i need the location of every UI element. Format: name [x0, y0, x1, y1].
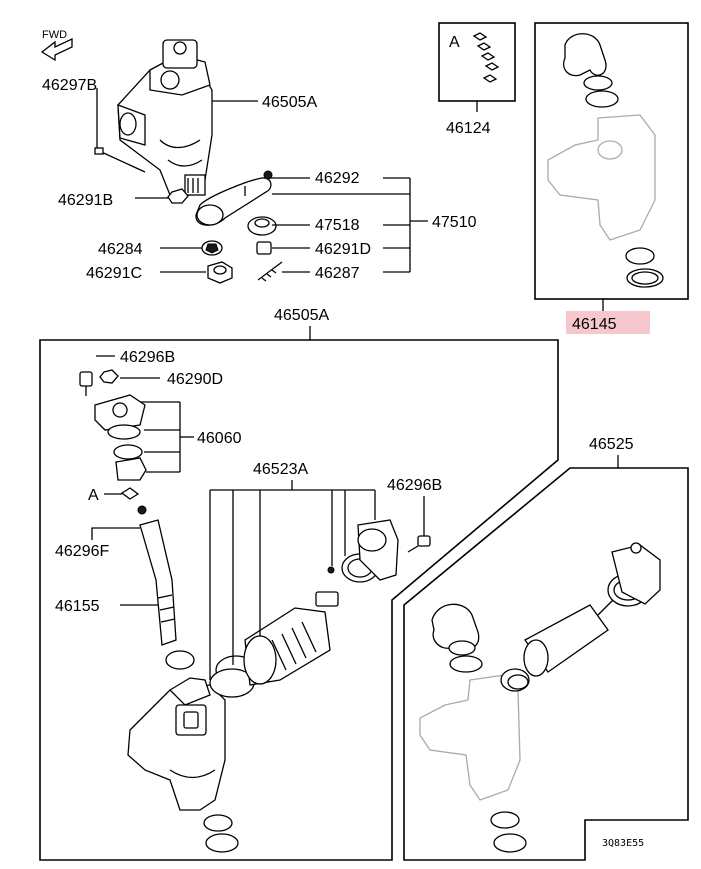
label-46505A-box: 46505A — [274, 307, 329, 324]
fwd-label: FWD — [42, 29, 67, 41]
label-46155: 46155 — [55, 598, 100, 615]
label-47510: 47510 — [432, 214, 477, 231]
label-46291C: 46291C — [86, 265, 142, 282]
label-46523A: 46523A — [253, 461, 308, 478]
fwd-arrow-icon: FWD — [40, 29, 73, 62]
label-46287: 46287 — [315, 265, 360, 282]
label-46290D: 46290D — [167, 371, 223, 388]
label-46296F: 46296F — [55, 543, 109, 560]
label-46145[interactable]: 46145 — [572, 316, 617, 333]
label-46292: 46292 — [315, 170, 360, 187]
label-47518: 47518 — [315, 217, 360, 234]
top-leader-lines — [96, 88, 428, 273]
label-46505A-top: 46505A — [262, 94, 317, 111]
callout-letter-A: A — [88, 487, 99, 504]
label-46124: 46124 — [446, 120, 491, 137]
label-46296B-top: 46296B — [120, 349, 175, 366]
box-46525-parts — [419, 542, 661, 853]
label-46525: 46525 — [589, 436, 634, 453]
shim-set-box: A — [438, 22, 516, 112]
label-46297B: 46297B — [42, 77, 97, 94]
highlight-46145 — [566, 311, 650, 334]
box-assembly-parts — [79, 369, 431, 853]
sheet-code: 3Q83E55 — [602, 838, 644, 849]
callout-letter-A-box: A — [449, 34, 460, 51]
label-46291B: 46291B — [58, 192, 113, 209]
seal-kit-box-46525 — [403, 467, 689, 861]
top-gear-assembly — [94, 39, 283, 284]
label-46296B-mid: 46296B — [387, 477, 442, 494]
label-46291D: 46291D — [315, 241, 371, 258]
gear-housing-kit-box — [39, 339, 559, 861]
seal-kit-box — [534, 22, 689, 311]
box-leader-lines — [91, 355, 425, 680]
label-46060: 46060 — [197, 430, 242, 447]
label-46284: 46284 — [98, 241, 143, 258]
